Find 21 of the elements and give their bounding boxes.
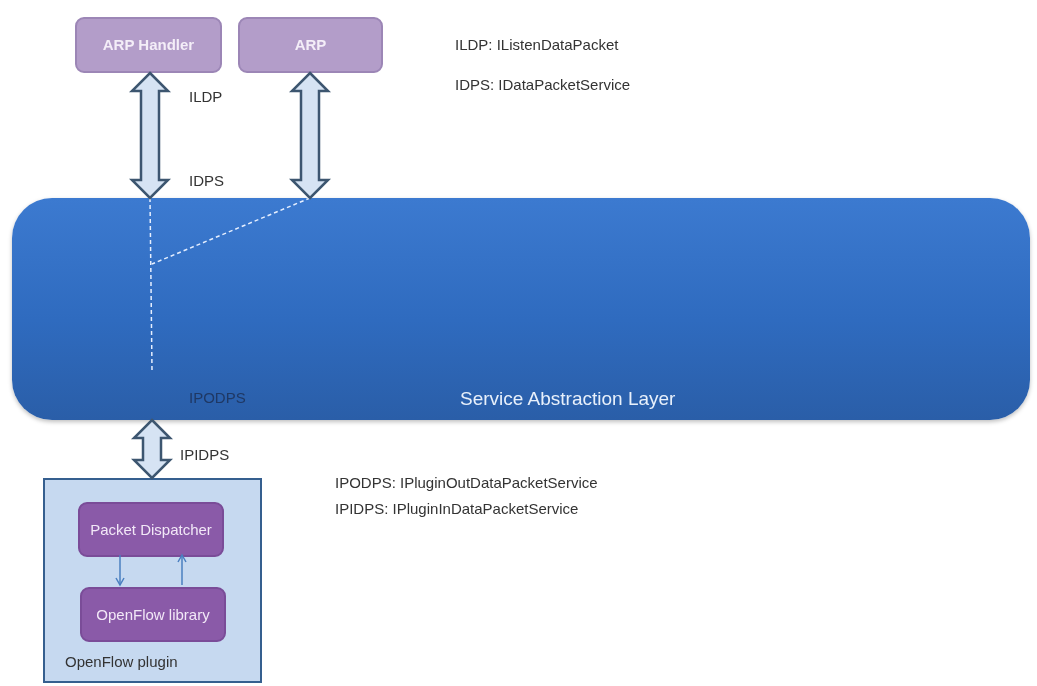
container-title: OpenFlow plugin (65, 653, 178, 670)
interface-label: IPODPS: IPluginOutDataPacketService (335, 474, 598, 491)
double-block-arrow (289, 71, 331, 200)
double-block-arrow (131, 418, 173, 480)
arrow (177, 554, 187, 586)
interface-label: IPIDPS: IPluginInDataPacketService (335, 500, 579, 517)
layer-band (12, 198, 1030, 420)
component-box: OpenFlow library (80, 587, 226, 642)
layer-title: Service Abstraction Layer (460, 388, 676, 410)
interface-label: ILDP: IListenDataPacket (455, 36, 619, 53)
arrow (115, 554, 125, 586)
interface-label: ILDP (189, 88, 223, 105)
component-box: ARP (238, 17, 383, 73)
double-block-arrow (129, 71, 171, 200)
component-box: ARP Handler (75, 17, 222, 73)
component-box: Packet Dispatcher (78, 502, 224, 557)
interface-label: IPIDPS (180, 446, 230, 463)
interface-label: IPODPS (189, 389, 246, 406)
plugin-container (43, 478, 262, 683)
interface-label: IDPS: IDataPacketService (455, 76, 631, 93)
interface-label: IDPS (189, 172, 224, 189)
